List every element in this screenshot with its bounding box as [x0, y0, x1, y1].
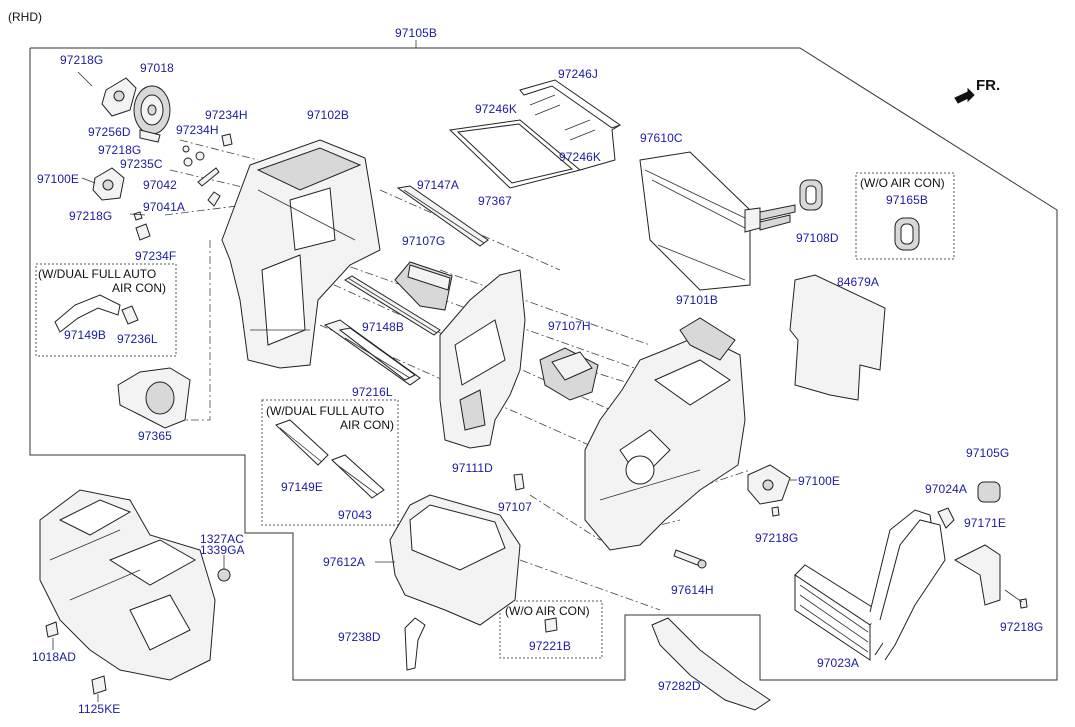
- front-arrow-label: FR.: [976, 77, 1001, 94]
- part-label: 97023A: [817, 656, 859, 670]
- drain-hose-97238D: [404, 617, 426, 671]
- note-dual-center-2: AIR CON): [340, 418, 394, 432]
- option-box-wo-aircon-right: [855, 172, 955, 260]
- note-dual-left-2: AIR CON): [112, 281, 166, 295]
- actuator-97256D: [101, 77, 137, 117]
- part-label: 97221B: [529, 639, 571, 653]
- part-label: 97246K: [559, 150, 601, 164]
- part-label: 97024A: [925, 482, 967, 496]
- part-label: 1125KE: [78, 702, 121, 716]
- option-box-dual-auto-left: [35, 263, 177, 357]
- cabin-filter-97367: [448, 79, 622, 189]
- part-label: 97218G: [60, 53, 104, 67]
- actuator-97107G: [394, 261, 453, 311]
- part-label: 1327AC: [200, 532, 244, 546]
- part-label: 97234H: [205, 108, 248, 122]
- part-label: 97365: [138, 429, 172, 443]
- duct-97282D: [651, 617, 771, 711]
- door-97216L: [323, 319, 421, 386]
- part-label: 97246K: [475, 102, 517, 116]
- part-label: 97218G: [1000, 620, 1044, 634]
- part-label: 97101B: [676, 293, 718, 307]
- part-label: 97100E: [37, 172, 79, 186]
- part-label: 97043: [338, 508, 372, 522]
- part-label: 97105B: [395, 26, 437, 40]
- part-label: 97165B: [886, 193, 928, 207]
- hvac-case-left-97102B: [221, 139, 381, 369]
- hvac-case-center-97111D: [439, 269, 526, 449]
- actuator-97107H: [539, 347, 599, 401]
- part-label: 97111D: [452, 461, 493, 475]
- part-label: 97218G: [69, 209, 113, 223]
- part-label: 97147A: [417, 178, 459, 192]
- actuator-97365: [117, 367, 191, 429]
- part-label: 97018: [140, 61, 174, 75]
- option-box-dual-auto-center: [261, 399, 399, 526]
- part-label: 97238D: [338, 630, 381, 644]
- part-label: 97042: [143, 178, 177, 192]
- option-box-wo-aircon-bottom: [499, 600, 603, 659]
- note-wo-aircon-right: (W/O AIR CON): [860, 176, 945, 190]
- part-label: 97218G: [755, 531, 799, 545]
- note-wo-aircon-bottom: (W/O AIR CON): [505, 604, 590, 618]
- part-label: 97149B: [64, 328, 106, 342]
- drain-case-97612A: [375, 494, 521, 626]
- part-label: 97282D: [658, 679, 701, 693]
- part-label: 97235C: [120, 157, 163, 171]
- actuator-97100E-right: [747, 464, 791, 505]
- grommet-97165B: [894, 217, 920, 251]
- part-label: 1018AD: [32, 650, 76, 664]
- actuator-97100E-left: [92, 167, 125, 201]
- part-label: 97610C: [640, 131, 683, 145]
- panel-84679A: [789, 274, 886, 401]
- part-label: 97234H: [176, 123, 219, 137]
- part-label: 97236L: [117, 332, 158, 346]
- blower-motor-97018: [133, 85, 171, 143]
- door-97043: [331, 454, 385, 499]
- part-label: 97218G: [98, 143, 142, 157]
- part-label: 97102B: [307, 108, 349, 122]
- grommet-97108D: [799, 179, 823, 211]
- front-arrow-icon: [954, 87, 975, 104]
- note-dual-center-1: (W/DUAL FULL AUTO: [266, 404, 385, 418]
- part-label: 97246J: [558, 67, 598, 81]
- part-label: 97149E: [281, 480, 323, 494]
- part-label: 97612A: [323, 555, 365, 569]
- part-label: 97107: [498, 500, 532, 514]
- variant-note: (RHD): [8, 10, 42, 24]
- part-label: 97256D: [88, 125, 131, 139]
- part-label: 97105G: [966, 446, 1010, 460]
- part-label: 97108D: [796, 231, 839, 245]
- evaporator-97610C: [639, 151, 796, 291]
- part-label: 97148B: [362, 320, 404, 334]
- part-label: 1339GA: [200, 543, 245, 557]
- part-label: 97107G: [402, 234, 446, 248]
- assembly-frame-outline: [29, 47, 1058, 681]
- hose-97149B: [54, 294, 121, 333]
- hvac-assembly-overview: [39, 489, 216, 681]
- part-label: 97171E: [964, 516, 1006, 530]
- part-label: 97107H: [548, 319, 591, 333]
- part-label: 97614H: [671, 583, 714, 597]
- heater-core-97023A: [794, 509, 946, 661]
- hvac-case-right-97101B: [584, 317, 746, 551]
- part-label: 97100E: [798, 474, 840, 488]
- part-label: 97216L: [352, 385, 393, 399]
- note-dual-left-1: (W/DUAL FULL AUTO: [38, 267, 157, 281]
- part-label: 97041A: [143, 200, 185, 214]
- part-label: 84679A: [837, 275, 879, 289]
- door-97149E: [275, 419, 329, 466]
- part-label: 97367: [478, 194, 512, 208]
- part-label: 97234F: [135, 249, 177, 263]
